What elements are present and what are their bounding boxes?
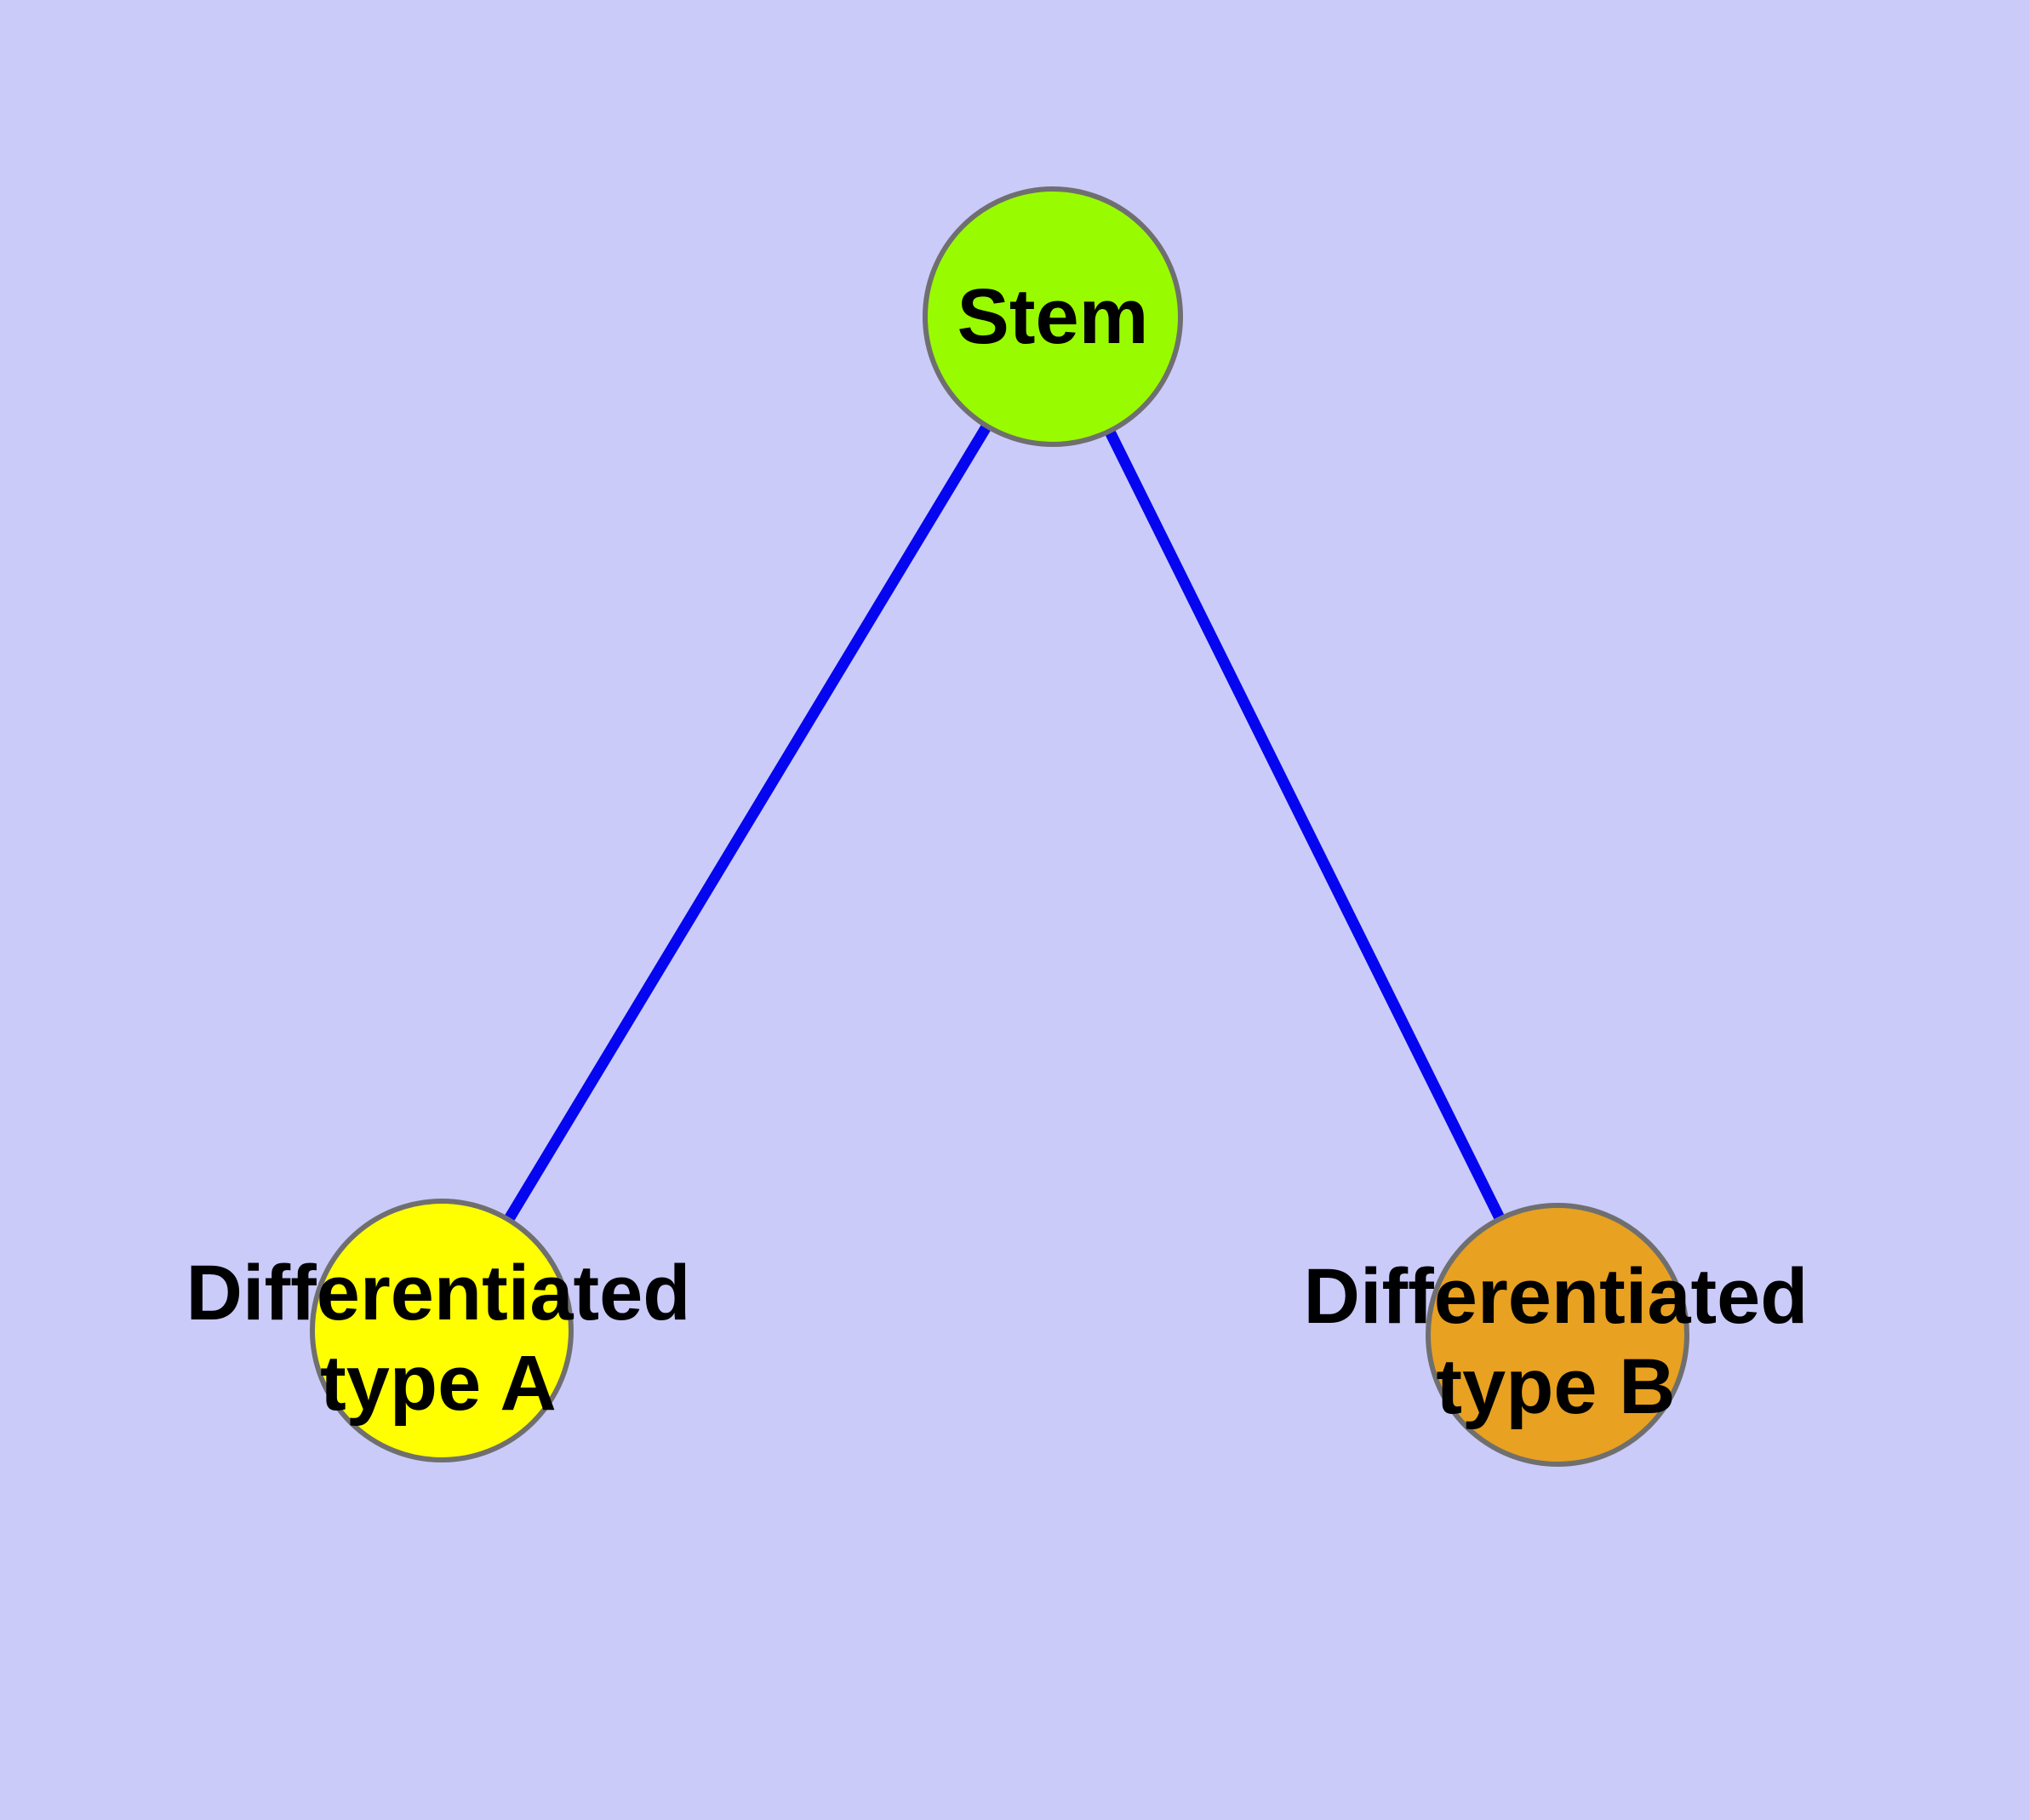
node-differentiated-type-a	[310, 1199, 574, 1462]
node-differentiated-type-b	[1426, 1203, 1689, 1467]
edge-stem-to-type-b	[1047, 311, 1563, 1341]
edge-stem-to-type-a	[436, 311, 1059, 1336]
node-stem	[923, 186, 1183, 447]
